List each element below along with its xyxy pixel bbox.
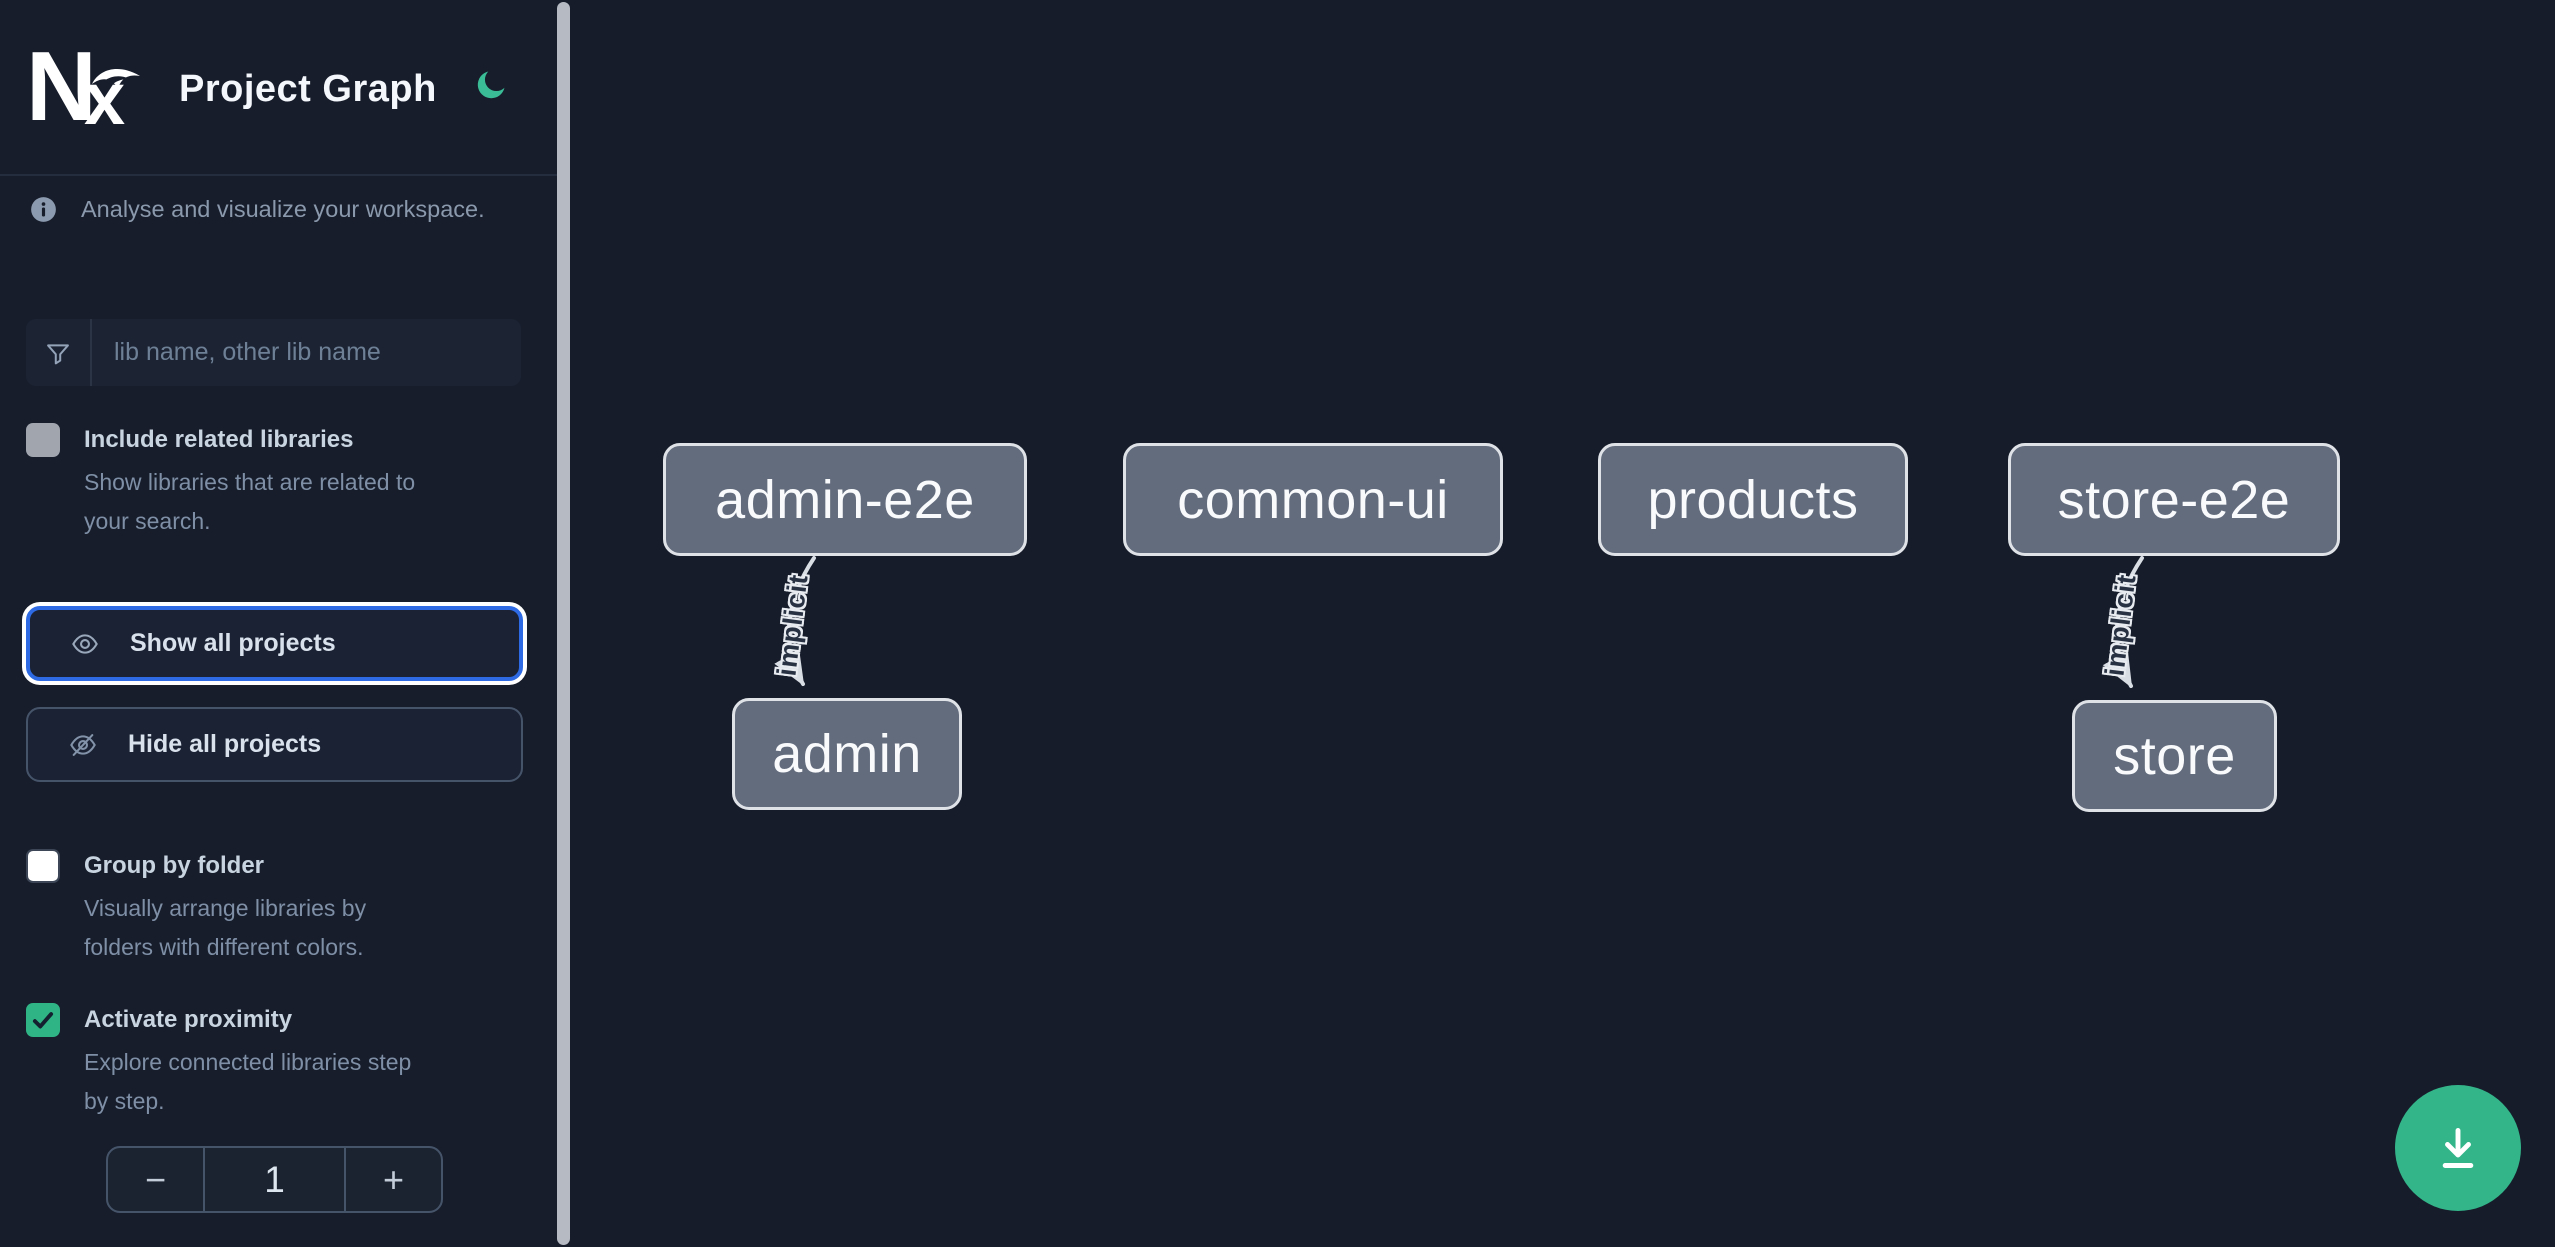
show-all-projects-label: Show all projects [130, 629, 336, 657]
intro-text: Analyse and visualize your workspace. [81, 196, 485, 222]
search-box [26, 319, 521, 386]
option-description: Visually arrange libraries by folders wi… [84, 895, 367, 960]
graph-node-products[interactable]: products [1598, 443, 1908, 556]
sidebar-header: N x Project Graph [0, 0, 562, 176]
proximity-stepper: − 1 + [106, 1146, 443, 1213]
page-title: Project Graph [179, 68, 437, 110]
checkbox-group-by-folder[interactable] [26, 849, 60, 883]
proximity-value[interactable]: 1 [264, 1158, 285, 1200]
checkbox-include-related-libraries[interactable] [26, 423, 60, 457]
graph-node-admin[interactable]: admin [732, 698, 962, 810]
proximity-increment-button[interactable]: + [344, 1148, 441, 1211]
download-icon [2442, 1128, 2474, 1168]
eye-icon [72, 633, 98, 654]
graph-node-store-e2e[interactable]: store-e2e [2008, 443, 2340, 556]
nx-logo-swoosh [92, 69, 140, 88]
proximity-decrement-button[interactable]: − [108, 1148, 205, 1211]
info-icon [31, 197, 56, 222]
sidebar-scrollbar-thumb[interactable] [557, 2, 570, 1245]
filter-icon-cell [26, 319, 92, 386]
search-input[interactable] [92, 319, 521, 386]
show-all-projects-button[interactable]: Show all projects [26, 606, 523, 681]
download-button[interactable] [2395, 1085, 2521, 1211]
moon-icon [477, 71, 505, 99]
option-label: Include related libraries [84, 426, 354, 453]
option-activate-proximity: Activate proximity Explore connected lib… [26, 1000, 526, 1121]
option-include-related-libraries: Include related libraries Show libraries… [26, 420, 526, 541]
hide-all-projects-label: Hide all projects [128, 730, 322, 758]
option-description: Explore connected libraries step by step… [84, 1049, 412, 1114]
graph-canvas[interactable] [570, 0, 2555, 1247]
eye-slash-icon [70, 733, 96, 756]
sidebar: N x Project Graph Analyse and visualize … [0, 0, 562, 1247]
option-description: Show libraries that are related to your … [84, 469, 416, 534]
option-group-by-folder: Group by folder Visually arrange librari… [26, 846, 526, 967]
graph-node-common-ui[interactable]: common-ui [1123, 443, 1503, 556]
nx-logo: N x [26, 31, 140, 141]
option-label: Group by folder [84, 852, 264, 879]
filter-icon [47, 343, 69, 364]
checkbox-activate-proximity[interactable] [26, 1003, 60, 1037]
check-icon [32, 1012, 54, 1029]
theme-toggle-button[interactable] [466, 62, 514, 110]
hide-all-projects-button[interactable]: Hide all projects [26, 707, 523, 782]
intro-row: Analyse and visualize your workspace. [30, 196, 540, 223]
graph-node-admin-e2e[interactable]: admin-e2e [663, 443, 1027, 556]
graph-node-store[interactable]: store [2072, 700, 2277, 812]
option-label: Activate proximity [84, 1006, 293, 1033]
